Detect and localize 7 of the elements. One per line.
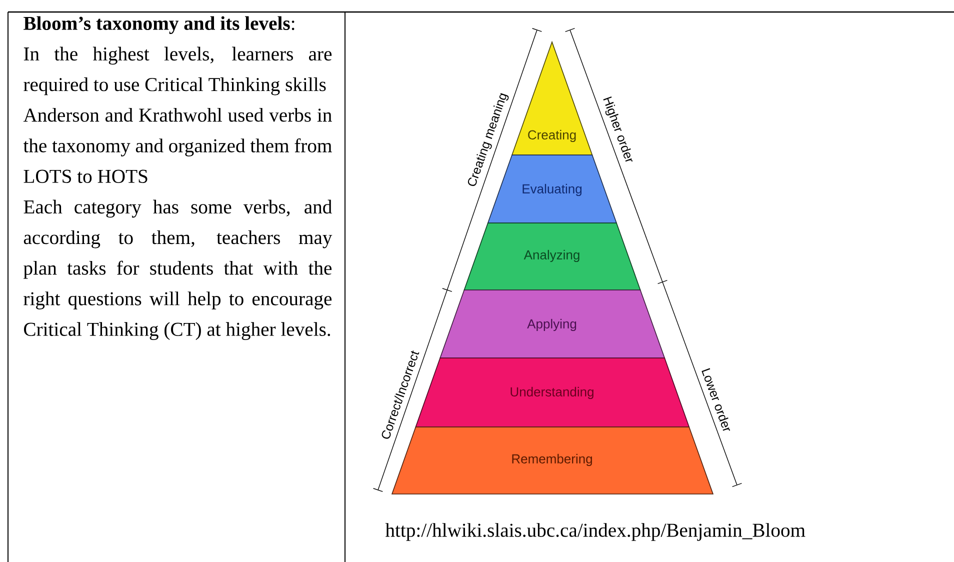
paragraph: Each category has some verbs, and according to them, teachers may plan tasks for students that with the right questions will help to encourage Critical Thinking (CT) at higher levels. xyxy=(24,200,332,340)
source-url: http://hlwiki.slais.ubc.ca/index.php/Benjamin_Bloom xyxy=(385,523,806,541)
pyramid-level: Applying xyxy=(440,290,666,358)
paragraph: In the highest levels, learners are required to use Critical Thinking skills xyxy=(24,46,332,96)
heading: Bloom’s taxonomy and its levels: xyxy=(24,16,294,34)
paragraph: Anderson and Krathwohl used verbs in the taxonomy and organized them from LOTS to HOTS xyxy=(23,108,332,183)
pyramid-level: Analyzing xyxy=(464,222,641,290)
